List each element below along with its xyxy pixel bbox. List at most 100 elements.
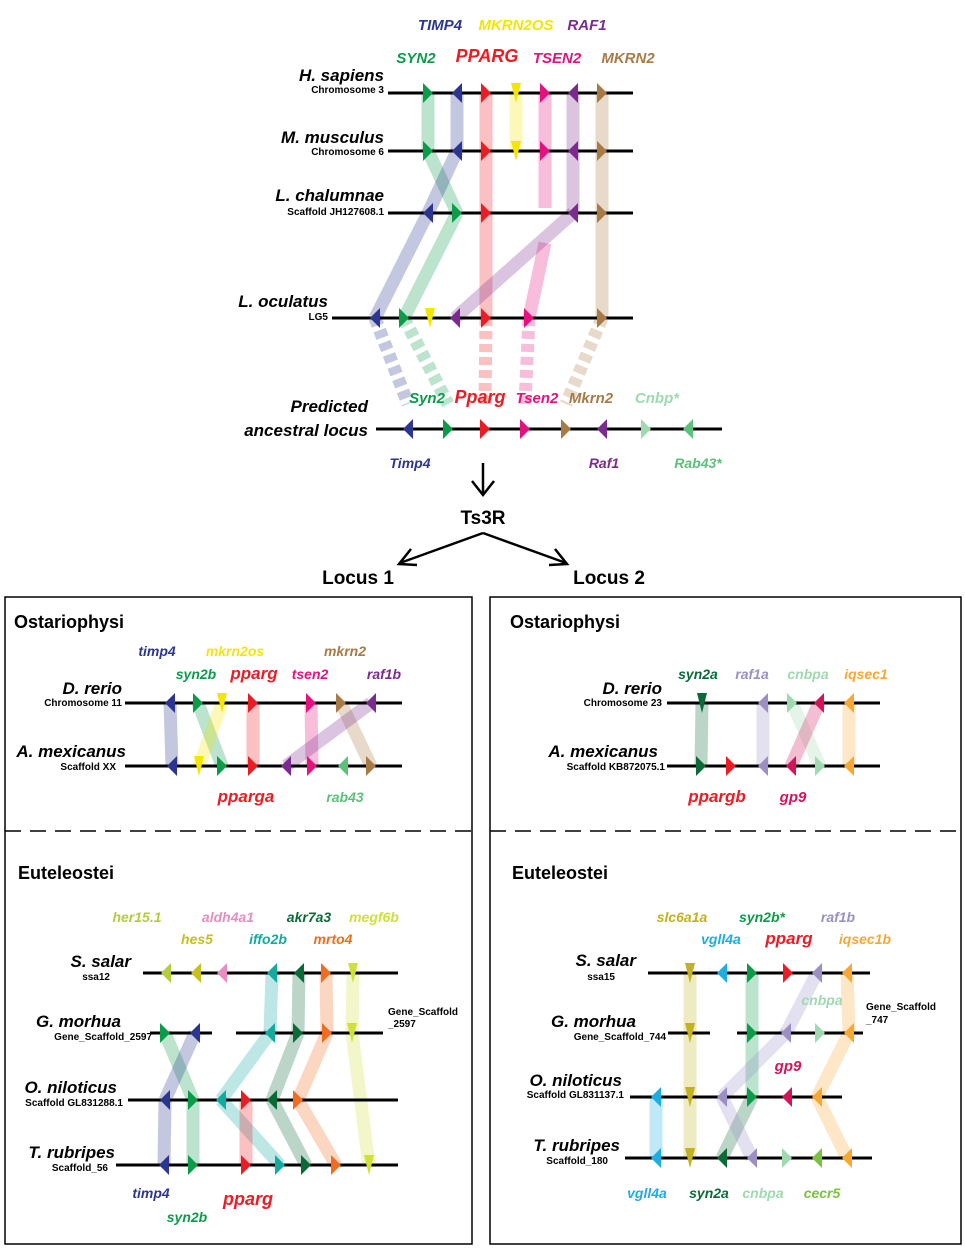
synteny-link-raf1a xyxy=(716,1094,758,1161)
species-name: L. oculatus xyxy=(238,292,328,311)
gene-arrow-hes5 xyxy=(191,963,201,983)
gene-arrow-mkrn2 xyxy=(597,203,607,223)
synteny-link-iqsec1 xyxy=(840,972,856,1034)
gene-label-hes5: hes5 xyxy=(181,931,213,947)
gene-arrow-raf1 xyxy=(568,203,578,223)
gene-arrow-syn2 xyxy=(747,963,757,983)
gene-arrow-gp9 xyxy=(782,1087,792,1107)
species-name: M. musculus xyxy=(281,128,384,147)
gene-arrow-timp4 xyxy=(159,1155,169,1175)
gene-label-syn2b: syn2b* xyxy=(739,909,785,925)
gene-arrow-syn2 xyxy=(193,693,203,713)
panel1-text: Ostariophysi timp4 mkrn2os mkrn2 syn2b p… xyxy=(14,612,458,1225)
gene-label-timp4: TIMP4 xyxy=(418,17,463,34)
gene-arrow-syn2 xyxy=(217,756,227,776)
synteny-link-iffo2b xyxy=(263,972,279,1034)
gene-arrow-timp4 xyxy=(423,203,433,223)
chromosome-label: Scaffold JH127608.1 xyxy=(287,207,384,218)
gene-label-pparg: pparg xyxy=(229,664,278,683)
synteny-link-syn2 xyxy=(398,210,463,321)
gene-label-cnbpa: cnbpa xyxy=(787,666,828,682)
gene-arrow-mkrn2 xyxy=(336,693,346,713)
gene-arrow-syn2a xyxy=(717,1148,727,1168)
synteny-link-mkrn2os xyxy=(192,700,229,769)
panel2-text: Ostariophysi syn2a raf1a cnbpa iqsec1 D.… xyxy=(510,612,936,1201)
gene-arrow-akr7a3 xyxy=(294,963,304,983)
synteny-link-syn2 xyxy=(191,700,229,769)
gene-arrow-slc6a1a xyxy=(685,1148,695,1168)
group-title: Euteleostei xyxy=(512,863,608,883)
chromosome-label: Chromosome 11 xyxy=(44,698,122,709)
gene-arrows xyxy=(159,83,854,1175)
ancestral-title-line1: Predicted xyxy=(291,397,369,416)
gene-arrow-iffo2b xyxy=(267,963,277,983)
species-name: O. niloticus xyxy=(529,1071,622,1090)
synteny-link-tsen2 xyxy=(518,317,536,405)
synteny-link-mkrn2 xyxy=(560,315,608,407)
gene-arrow-mkrn2 xyxy=(597,141,607,161)
species-name: S. salar xyxy=(576,951,638,970)
gene-arrow-her15 xyxy=(161,963,171,983)
species-name: G. morhua xyxy=(551,1012,636,1031)
chromosome-label: Scaffold_56 xyxy=(52,1163,109,1174)
synteny-link-raf1a xyxy=(717,1028,791,1102)
gene-arrow-timp4 xyxy=(403,419,413,439)
gene-arrow-syn2 xyxy=(399,308,409,328)
split-arrowhead-left xyxy=(396,548,418,567)
gene-arrow-pparg xyxy=(241,1155,251,1175)
gene-arrow-pparg xyxy=(481,83,491,103)
gene-arrow-vgll4a xyxy=(717,963,727,983)
gene-label-cnbpa: cnbpa xyxy=(742,1185,783,1201)
gene-arrow-pparg xyxy=(481,308,491,328)
synteny-link-cnbp xyxy=(786,700,826,769)
gene-arrow-syn2 xyxy=(452,203,462,223)
split-line-right xyxy=(482,531,567,565)
gene-label-syn2: SYN2 xyxy=(396,50,436,67)
gene-arrow-cnbp xyxy=(815,756,825,776)
gene-arrow-tsen2 xyxy=(306,693,316,713)
scaffold-side-label: _2597 xyxy=(387,1019,416,1030)
species-name: G. morhua xyxy=(36,1012,121,1031)
gene-arrow-iqsec1 xyxy=(844,693,854,713)
gene-label-raf1b: raf1b xyxy=(821,909,856,925)
gene-arrow-mkrn2 xyxy=(597,83,607,103)
gene-label-mkrn2: Mkrn2 xyxy=(569,390,614,407)
gene-arrow-timp4 xyxy=(452,141,462,161)
gene-arrow-slc6a1a xyxy=(685,1023,695,1043)
gene-arrow-raf1 xyxy=(568,141,578,161)
gene-arrow-pparg xyxy=(481,141,491,161)
gene-label-timp4: timp4 xyxy=(132,1185,170,1201)
gene-arrow-syn2 xyxy=(747,1023,757,1043)
synteny-link-timp4 xyxy=(368,315,415,407)
species-name: D. rerio xyxy=(602,679,662,698)
synteny-link-akr7a3 xyxy=(266,1096,312,1169)
gene-arrow-mkrn2os xyxy=(194,756,204,776)
synteny-link-iffo2b xyxy=(216,1095,285,1170)
chromosome-lines xyxy=(116,91,880,1167)
gene-arrow-megf6b xyxy=(347,1023,357,1043)
gene-label-timp4: timp4 xyxy=(138,643,176,659)
gene-arrow-iqsec1 xyxy=(812,1087,822,1107)
gene-label-iffo2b: iffo2b xyxy=(249,931,287,947)
gene-arrow-iffo2b xyxy=(265,1023,275,1043)
synteny-link-pparg xyxy=(478,317,493,405)
gene-arrow-syn2a xyxy=(697,693,707,713)
gene-arrow-raf1 xyxy=(597,419,607,439)
gene-arrow-pparg xyxy=(248,756,258,776)
gene-arrow-timp4 xyxy=(370,308,380,328)
scaffold-side-label: Gene_Scaffold xyxy=(388,1007,458,1018)
gene-arrow-mkrn2os xyxy=(511,141,521,161)
gene-arrow-iqsec1 xyxy=(844,756,854,776)
gene-arrow-tsen2 xyxy=(307,756,317,776)
gene-arrow-slc6a1a xyxy=(685,963,695,983)
species-name: D. rerio xyxy=(62,679,122,698)
gene-arrow-mkrn2 xyxy=(561,419,571,439)
gene-arrow-pparg xyxy=(480,419,490,439)
gene-arrow-raf1a xyxy=(781,1023,791,1043)
gene-label-pparga: pparga xyxy=(217,787,275,806)
scaffold-side-label: Gene_Scaffold xyxy=(866,1002,936,1013)
gene-arrow-mrto4 xyxy=(322,1023,332,1043)
gene-arrow-pparg xyxy=(481,203,491,223)
synteny-link-mrto4 xyxy=(319,972,334,1034)
gene-arrow-vgll4a xyxy=(651,1148,661,1168)
